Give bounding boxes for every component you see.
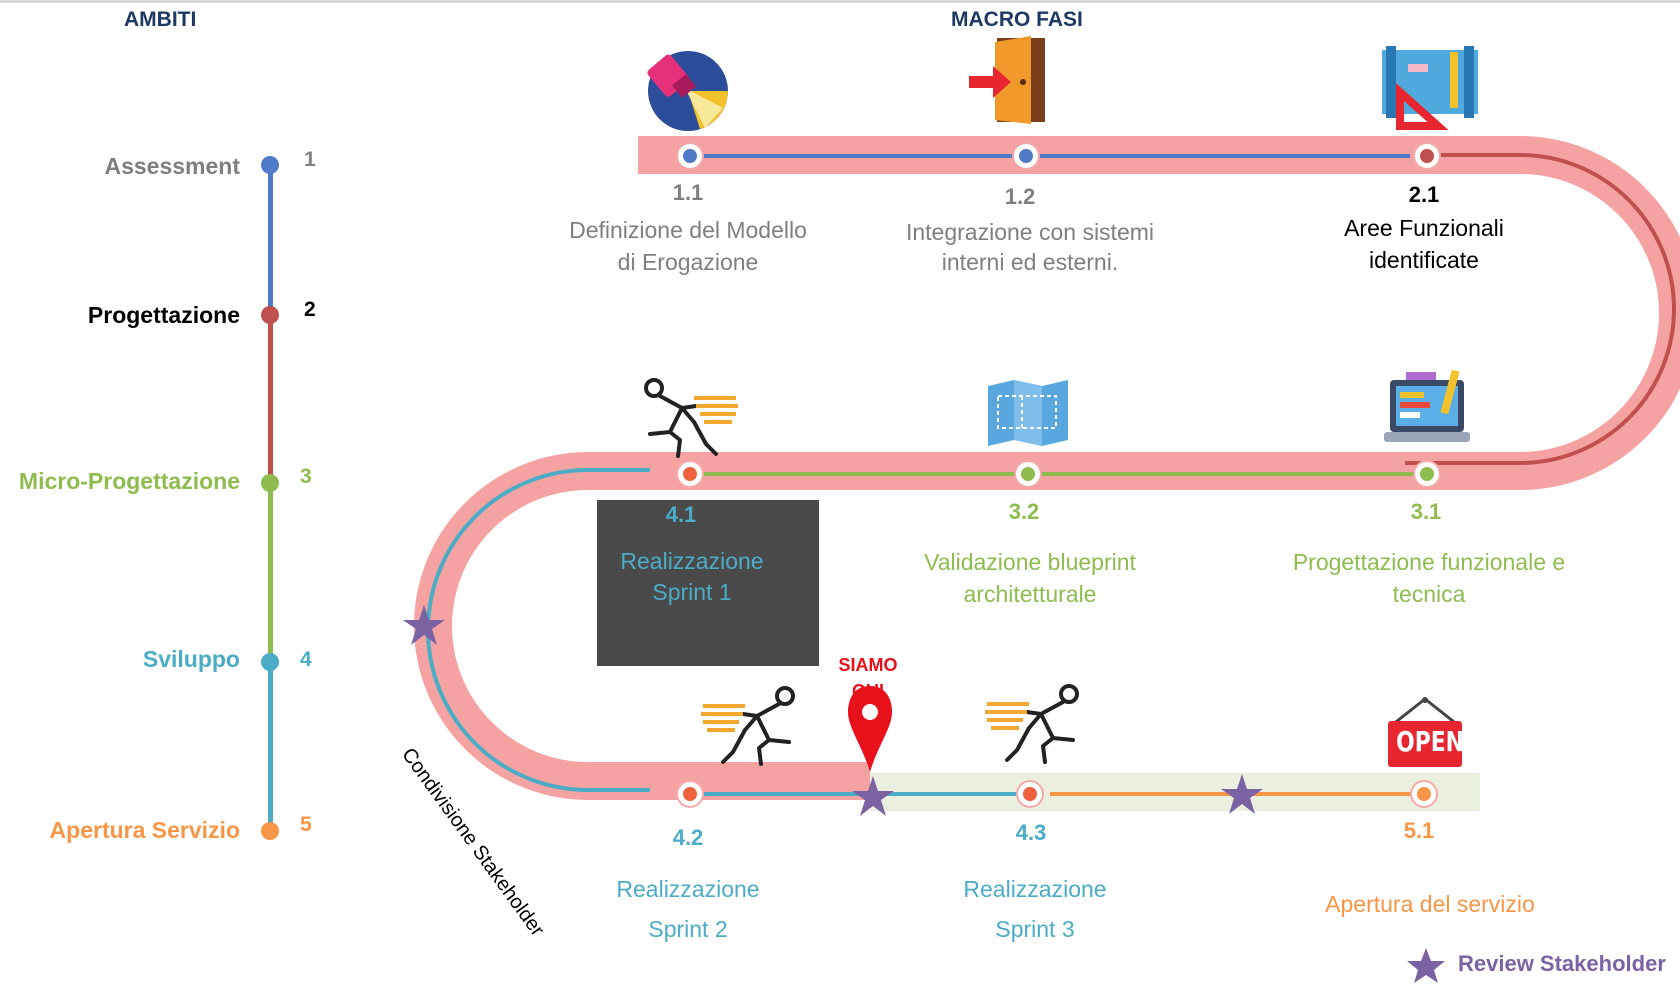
phase-label-3-2-line2: architetturale [963, 581, 1097, 607]
ambito-label-micro-progettazione: Micro-Progettazione [18, 468, 240, 494]
node-4-3 [1018, 782, 1042, 806]
phase-label-1-1-line2: di Erogazione [617, 249, 759, 275]
phase-label-3-2-line1: Validazione blueprint [924, 549, 1136, 575]
ambito-dot-sviluppo [261, 653, 279, 671]
map-pin-icon [848, 686, 892, 772]
ambito-dot-assessment [261, 156, 279, 174]
sprinter-icon [644, 378, 738, 458]
node-4-1 [678, 462, 702, 486]
current-stage-marker: SIAMO QUI [828, 652, 908, 704]
door-enter-icon [969, 36, 1045, 124]
ambito-label-progettazione: Progettazione [87, 302, 240, 328]
legend-label: Review Stakeholder [1458, 951, 1666, 976]
sprint-1-panel [597, 500, 819, 666]
node-3-2 [1016, 462, 1040, 486]
phase-label-1-2-line2: interni ed esterni. [941, 249, 1119, 275]
phase-number-1-2: 1.2 [1004, 184, 1036, 209]
timeline-segment-4 [268, 663, 273, 830]
phase-number-4-1: 4.1 [665, 502, 697, 527]
node-3-1 [1415, 462, 1439, 486]
node-2-1 [1415, 144, 1439, 168]
phase-label-4-3-line1: Realizzazione [963, 876, 1107, 902]
review-star [852, 776, 894, 816]
ambito-dot-progettazione [261, 306, 279, 324]
phase-number-3-2: 3.2 [1008, 499, 1040, 524]
phase-label-3-1-line2: tecnica [1392, 581, 1466, 607]
phase-label-1-2-line1: Integrazione con sistemi [905, 219, 1154, 245]
ambito-dot-apertura-servizio [261, 822, 279, 840]
phase-label-4-2-line2: Sprint 2 [648, 916, 728, 942]
marker-line2: QUI [851, 681, 884, 701]
ambito-number-4: 4 [300, 648, 312, 671]
timeline-segment-2 [268, 315, 273, 483]
ambito-dot-micro-progettazione [261, 474, 279, 492]
phase-label-2-1-line1: Aree Funzionali [1344, 215, 1504, 241]
phase-label-2-1-line2: identificate [1369, 247, 1479, 273]
phase-label-4-2-line1: Realizzazione [616, 876, 760, 902]
ambito-number-5: 5 [300, 813, 312, 836]
node-5-1 [1412, 782, 1436, 806]
open-sign-icon: OPEN [1386, 697, 1464, 769]
phase-label-1-1-line1: Definizione del Modello [569, 217, 807, 243]
ambito-number-1: 1 [304, 148, 316, 171]
laptop-design-icon [1384, 370, 1470, 442]
ambito-number-3: 3 [300, 465, 312, 488]
blueprint-tools-icon [1382, 46, 1478, 130]
road-inner-line-top-arc [1405, 153, 1676, 465]
timeline-segment-3 [268, 483, 273, 663]
timeline-segment-1 [268, 165, 273, 315]
sprinter-icon [985, 684, 1079, 764]
phase-label-4-3-line2: Sprint 3 [995, 916, 1075, 942]
star-icon [1407, 948, 1445, 983]
open-sign-text: OPEN [1396, 725, 1464, 758]
macro-fasi-header: MACRO FASI [951, 8, 1083, 31]
review-star [1221, 774, 1263, 814]
map-blueprint-icon [988, 380, 1068, 446]
ambito-label-assessment: Assessment [104, 153, 240, 179]
node-4-2 [678, 782, 702, 806]
marker-line1: SIAMO [838, 655, 898, 675]
phase-number-2-1: 2.1 [1408, 182, 1440, 207]
node-1-2 [1014, 144, 1038, 168]
phase-number-4-3: 4.3 [1015, 820, 1047, 845]
ambiti-header: AMBITI [124, 8, 197, 31]
ambito-number-2: 2 [304, 298, 316, 321]
phase-number-3-1: 3.1 [1410, 499, 1442, 524]
sprinter-icon [701, 686, 795, 766]
phase-label-3-1-line1: Progettazione funzionale e [1292, 549, 1566, 575]
ambito-label-sviluppo: Sviluppo [142, 646, 240, 672]
phase-number-4-2: 4.2 [672, 825, 704, 850]
top-rule [0, 0, 1680, 3]
flashlight-icon [647, 51, 728, 131]
phase-label-4-1-line2: Sprint 1 [652, 579, 732, 605]
node-1-1 [678, 144, 702, 168]
phase-number-1-1: 1.1 [672, 180, 704, 205]
review-star [403, 605, 445, 645]
phase-number-5-1: 5.1 [1403, 818, 1435, 843]
ambito-label-apertura-servizio: Apertura Servizio [49, 817, 240, 843]
phase-label-4-1-line1: Realizzazione [620, 548, 764, 574]
phase-label-5-1-line1: Apertura del servizio [1325, 891, 1535, 917]
